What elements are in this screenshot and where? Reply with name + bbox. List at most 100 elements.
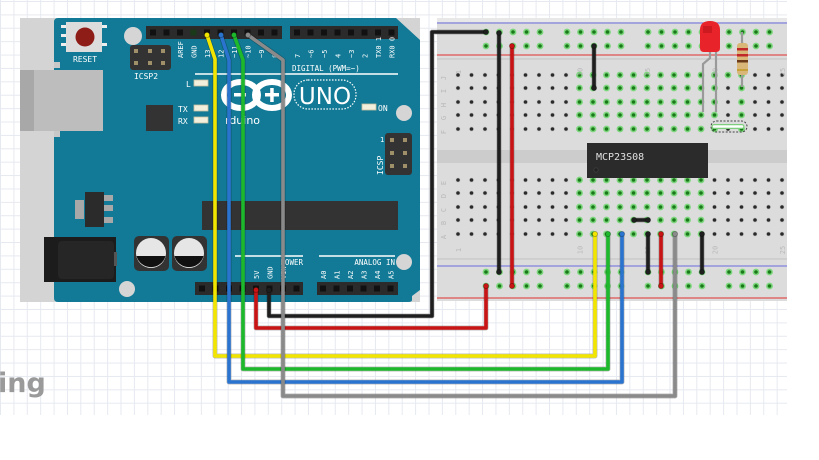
breadboard-hole-center bbox=[523, 113, 528, 117]
breadboard-hole-center bbox=[753, 232, 757, 236]
selected-jumper-outline[interactable] bbox=[710, 120, 748, 133]
wire-end[interactable] bbox=[699, 230, 706, 237]
header-pin[interactable] bbox=[375, 29, 381, 36]
wire-end[interactable] bbox=[482, 28, 489, 35]
breadboard-hole-center bbox=[766, 232, 771, 236]
analog-pin[interactable] bbox=[333, 285, 340, 292]
reset-button[interactable] bbox=[75, 27, 95, 47]
resistor[interactable] bbox=[737, 32, 748, 87]
usb-connector-edge bbox=[20, 70, 34, 131]
wire-end[interactable] bbox=[230, 32, 237, 39]
breadboard-hole-center bbox=[753, 191, 757, 195]
header-pin[interactable] bbox=[334, 29, 341, 36]
wire-end[interactable] bbox=[217, 32, 224, 39]
breadboard-hole-center bbox=[456, 232, 460, 236]
header-pin[interactable] bbox=[258, 29, 264, 36]
wire-red[interactable] bbox=[254, 284, 488, 330]
column-label: 15 bbox=[644, 68, 652, 76]
breadboard-hole-center bbox=[484, 270, 488, 274]
header-pin[interactable] bbox=[388, 29, 395, 36]
breadboard-hole-center bbox=[685, 178, 690, 182]
breadboard-hole-center bbox=[469, 232, 474, 236]
header-pin[interactable] bbox=[348, 29, 354, 36]
wire-green[interactable] bbox=[232, 33, 610, 371]
header-pin[interactable] bbox=[150, 29, 156, 36]
wire-end[interactable] bbox=[605, 230, 612, 237]
breadboard-hole-center bbox=[726, 100, 730, 104]
power-header-label: POWER bbox=[280, 258, 303, 267]
pin-label: 7 bbox=[294, 54, 302, 58]
arduino-board[interactable] bbox=[54, 18, 420, 302]
wire-end[interactable] bbox=[482, 282, 489, 289]
wire-end[interactable] bbox=[592, 230, 599, 237]
wire-end[interactable] bbox=[658, 282, 665, 289]
analog-pin[interactable] bbox=[374, 285, 380, 292]
wire-black[interactable] bbox=[267, 30, 488, 318]
wire-end[interactable] bbox=[508, 282, 515, 289]
header-pin[interactable] bbox=[307, 29, 314, 36]
wire-end[interactable] bbox=[244, 32, 251, 39]
breadboard-hole-center bbox=[780, 205, 784, 209]
wire-end[interactable] bbox=[203, 32, 210, 39]
breadboard-hole-center bbox=[631, 73, 636, 77]
wire-end[interactable] bbox=[591, 85, 598, 92]
breadboard-hole-center bbox=[645, 86, 649, 90]
wire-end[interactable] bbox=[619, 230, 626, 237]
wire-end[interactable] bbox=[631, 216, 638, 223]
wire-gray[interactable] bbox=[246, 33, 677, 398]
analog-pin[interactable] bbox=[360, 285, 367, 292]
wire-end[interactable] bbox=[672, 230, 679, 237]
breadboard-hole-center bbox=[645, 100, 649, 104]
header-pin[interactable] bbox=[361, 29, 368, 36]
arduino-logo bbox=[221, 79, 292, 111]
header-pin[interactable] bbox=[271, 29, 278, 36]
breadboard-hole-center bbox=[604, 218, 609, 222]
header-pin[interactable] bbox=[177, 29, 183, 36]
breadboard-hole-center bbox=[577, 191, 582, 195]
led-on bbox=[361, 103, 377, 111]
breadboard-hole-center bbox=[766, 73, 771, 77]
analog-pin[interactable] bbox=[320, 285, 326, 292]
wire-end[interactable] bbox=[495, 268, 502, 275]
analog-pin[interactable] bbox=[347, 285, 353, 292]
breadboard-hole-center bbox=[484, 44, 488, 48]
wire-end[interactable] bbox=[265, 286, 272, 293]
mcp23s08-chip[interactable]: MCP23S08 bbox=[587, 143, 708, 178]
breadboard-hole-center bbox=[658, 178, 663, 182]
column-label: 25 bbox=[779, 246, 787, 254]
mounting-hole bbox=[124, 27, 142, 45]
power-pin[interactable] bbox=[293, 285, 300, 292]
breadboard-hole-center bbox=[727, 284, 731, 288]
wire-end[interactable] bbox=[645, 268, 652, 275]
wire-end[interactable] bbox=[508, 43, 515, 50]
wire-end[interactable] bbox=[645, 216, 652, 223]
header-pin[interactable] bbox=[163, 29, 170, 36]
breadboard-hole-center bbox=[591, 178, 595, 182]
power-pin[interactable] bbox=[199, 285, 205, 292]
wire-end[interactable] bbox=[645, 230, 652, 237]
analog-pin[interactable] bbox=[387, 285, 394, 292]
breadboard-hole-center bbox=[766, 191, 771, 195]
icsp-pins bbox=[390, 138, 407, 168]
wire-end[interactable] bbox=[699, 268, 706, 275]
led[interactable] bbox=[700, 21, 720, 112]
regulator-pin bbox=[104, 205, 113, 211]
header-pin[interactable] bbox=[190, 29, 197, 36]
breadboard-hole-center bbox=[753, 100, 757, 104]
wire-blue[interactable] bbox=[219, 33, 624, 384]
power-pin-label: 5V bbox=[253, 270, 261, 279]
digital-header-right bbox=[290, 26, 398, 39]
wire-end[interactable] bbox=[495, 29, 502, 36]
header-pin[interactable] bbox=[294, 29, 300, 36]
breadboard-hole-center bbox=[753, 178, 757, 182]
wire-end[interactable] bbox=[252, 286, 259, 293]
breadboard-hole-center bbox=[483, 113, 487, 117]
wire-yellow[interactable] bbox=[205, 33, 597, 358]
header-pin[interactable] bbox=[321, 29, 327, 36]
wire-end[interactable] bbox=[658, 230, 665, 237]
breadboard-hole-center bbox=[537, 178, 541, 182]
wire-end[interactable] bbox=[591, 43, 598, 50]
breadboard-hole-center bbox=[766, 178, 771, 182]
